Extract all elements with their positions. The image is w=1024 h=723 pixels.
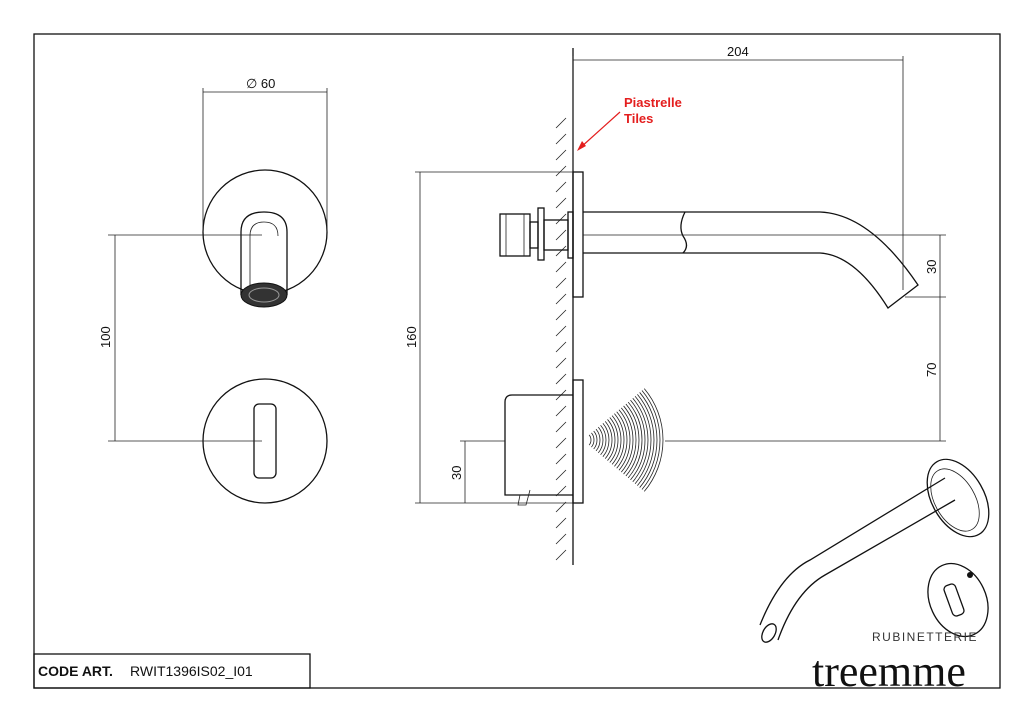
- dimension-160: 160: [404, 171, 573, 504]
- handle-lever-arc: [614, 413, 625, 467]
- handle-lever-arc: [639, 392, 658, 488]
- wall-hatch-line: [555, 533, 567, 545]
- handle-lever-arc: [634, 396, 652, 484]
- isometric-view: [759, 458, 990, 643]
- wall-hatch-line: [555, 517, 567, 529]
- wall-hatch-line: [555, 277, 567, 289]
- handle-lever-arc: [602, 423, 610, 457]
- handle-lever-arc: [641, 390, 661, 490]
- dim-204-label: 204: [727, 44, 749, 59]
- drawing-frame: [33, 33, 1001, 689]
- wall-hatch-line: [555, 501, 567, 513]
- wall-hatch-line: [555, 405, 567, 417]
- dimension-204: 204: [572, 44, 904, 290]
- dimensions-right: 30 70: [583, 234, 946, 442]
- wall-hatch-line: [555, 245, 567, 257]
- handle-lever-arc: [604, 421, 613, 459]
- dim-160-label: 160: [404, 326, 419, 348]
- code-value: RWIT1396IS02_I01: [130, 663, 253, 679]
- wall: [555, 48, 574, 565]
- handle-lever-arc: [625, 403, 640, 477]
- handle-lever-arc: [632, 397, 649, 483]
- wall-hatch-line: [555, 181, 567, 193]
- wall-hatch-line: [555, 293, 567, 305]
- handle-lever-arc: [611, 415, 622, 465]
- wall-hatch-line: [555, 133, 567, 145]
- handle-lever-arc: [620, 407, 634, 473]
- handle-lever-arc: [591, 432, 595, 448]
- handle-lever-arc: [598, 426, 604, 454]
- diameter-label: ∅ 60: [246, 76, 275, 91]
- wall-hatch-line: [555, 357, 567, 369]
- dimension-30-handle: 30: [449, 440, 505, 503]
- handle-lever-arc: [616, 411, 628, 469]
- handle-lever-arc: [623, 405, 637, 475]
- dim-30-handle-label: 30: [449, 466, 464, 480]
- dim-100-label: 100: [98, 326, 113, 348]
- dim-30-spout-label: 30: [924, 260, 939, 274]
- side-view-spout: [499, 171, 919, 309]
- annotation-line2: Tiles: [624, 111, 653, 126]
- wall-hatch-line: [555, 469, 567, 481]
- wall-hatch-line: [555, 453, 567, 465]
- dim-70-label: 70: [924, 363, 939, 377]
- wall-hatch-line: [555, 165, 567, 177]
- wall-hatch-line: [555, 325, 567, 337]
- annotation-line1: Piastrelle: [624, 95, 682, 110]
- wall-hatch-line: [555, 213, 567, 225]
- handle-lever-arc: [618, 409, 631, 471]
- diameter-dimension: ∅ 60: [202, 76, 328, 232]
- wall-hatch-line: [555, 373, 567, 385]
- wall-hatch-line: [555, 341, 567, 353]
- brand-logo: treemme: [812, 647, 966, 696]
- wall-hatch-line: [555, 485, 567, 497]
- handle-lever-arc: [637, 394, 655, 486]
- handle-lever-arc: [630, 399, 646, 481]
- wall-hatch-line: [555, 421, 567, 433]
- wall-hatch-line: [555, 437, 567, 449]
- wall-hatch-line: [555, 549, 567, 561]
- handle-lever-arc: [607, 419, 616, 461]
- handle-lever-arc: [627, 401, 643, 479]
- dimension-100: 100: [98, 234, 262, 442]
- handle-lever-arc: [588, 434, 592, 446]
- tiles-annotation: Piastrelle Tiles: [577, 95, 682, 151]
- handle-lever-arc: [643, 388, 664, 492]
- brand-subtitle: RUBINETTERIE: [872, 630, 978, 644]
- front-view-spout: [202, 169, 328, 308]
- handle-lever-arc: [595, 428, 601, 452]
- wall-hatch-line: [555, 149, 567, 161]
- wall-hatch-line: [555, 197, 567, 209]
- side-view-handle: [504, 379, 664, 506]
- wall-hatch-line: [555, 309, 567, 321]
- handle-lever-arc: [600, 424, 607, 456]
- wall-hatch-line: [555, 229, 567, 241]
- handle-lever-arc: [593, 430, 598, 450]
- wall-hatch-line: [555, 117, 567, 129]
- handle-lever-arc: [609, 417, 619, 463]
- code-label: CODE ART.: [38, 663, 113, 679]
- wall-hatch-line: [555, 261, 567, 273]
- code-box: [33, 653, 311, 689]
